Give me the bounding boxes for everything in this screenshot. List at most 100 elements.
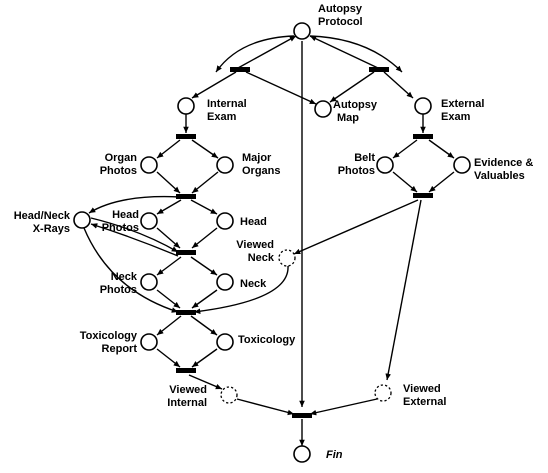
label-autopsy-map-1: Autopsy <box>333 99 378 111</box>
place-viewed-neck <box>278 249 296 267</box>
arc-split-left-to-internal-exam <box>191 71 237 99</box>
label-external-exam-1: External <box>441 98 484 110</box>
arc-neck-to-t6 <box>191 289 218 309</box>
label-belt-photos-2: Photos <box>338 165 375 177</box>
transition-split-right <box>369 67 389 72</box>
label-internal-exam-1: Internal <box>207 98 247 110</box>
arc-t4-to-viewed-neck <box>293 199 419 255</box>
arc-protocol-to-split-right <box>309 35 403 73</box>
transition-toxicology <box>176 368 196 373</box>
place-major-organs <box>216 156 234 174</box>
label-neck: Neck <box>240 278 267 290</box>
label-fin: Fin <box>326 449 343 461</box>
place-internal-exam <box>177 97 195 115</box>
label-viewed-external-2: External <box>403 396 446 408</box>
place-external-exam <box>414 97 432 115</box>
label-head-neck-xrays-1: Head/Neck <box>14 210 71 222</box>
place-autopsy-protocol <box>293 22 311 40</box>
labels: Autopsy Protocol Internal Exam Autopsy M… <box>14 3 534 461</box>
label-neck-photos-2: Photos <box>100 284 137 296</box>
label-organ-photos-2: Photos <box>100 165 137 177</box>
arc-split-right-to-autopsy-map <box>329 71 375 103</box>
place-viewed-internal <box>220 386 238 404</box>
arc-t1-to-major-organs <box>191 139 219 159</box>
arc-organ-photos-to-t3 <box>156 171 181 194</box>
arc-t6-to-toxicology-report <box>156 315 182 336</box>
arc-split-right-to-protocol <box>309 35 379 69</box>
label-toxicology-report-1: Toxicology <box>80 330 138 342</box>
arc-belt-photos-to-t4 <box>392 171 418 193</box>
arc-t7-to-viewed-internal <box>188 374 223 390</box>
arc-t4-to-viewed-external <box>385 199 422 381</box>
label-viewed-internal-1: Viewed <box>169 384 207 396</box>
transition-organs <box>176 194 196 199</box>
place-toxicology-report <box>140 333 158 351</box>
label-autopsy-protocol-2: Protocol <box>318 16 363 28</box>
label-evidence-valuables-2: Valuables <box>474 170 525 182</box>
arc-xrays-to-t5-a <box>90 217 179 253</box>
place-viewed-external <box>374 384 392 402</box>
arc-t5-to-neck-photos <box>156 256 182 276</box>
places <box>73 22 471 463</box>
arc-t1-to-organ-photos <box>156 139 181 159</box>
label-viewed-neck-2: Neck <box>248 252 275 264</box>
place-neck <box>216 273 234 291</box>
arcs <box>83 35 455 446</box>
label-viewed-external-1: Viewed <box>403 383 441 395</box>
place-autopsy-map <box>314 100 332 118</box>
transition-neck <box>176 310 196 315</box>
place-head-neck-xrays <box>73 211 91 229</box>
arc-t2-to-evidence <box>428 139 455 159</box>
label-autopsy-protocol-1: Autopsy <box>318 3 363 15</box>
arc-xrays-to-t6 <box>83 227 179 313</box>
arc-toxicology-to-t7 <box>191 348 218 368</box>
label-toxicology-report-2: Report <box>102 343 138 355</box>
arc-t6-to-toxicology <box>190 315 218 336</box>
place-evidence-valuables <box>453 156 471 174</box>
place-organ-photos <box>140 156 158 174</box>
transition-evidence <box>413 193 433 198</box>
arc-viewed-neck-to-t6 <box>193 265 289 314</box>
arc-t3-to-head-neck-xrays <box>88 195 181 214</box>
transitions <box>176 67 433 418</box>
label-head-photos-2: Photos <box>102 222 139 234</box>
arc-t3-to-head <box>190 199 218 215</box>
arc-viewed-external-to-fin-t <box>309 398 378 416</box>
arc-t5-to-xrays-b <box>90 223 179 257</box>
label-internal-exam-2: Exam <box>207 111 237 123</box>
place-fin <box>293 445 311 463</box>
transition-head <box>176 250 196 255</box>
transition-fin <box>292 413 312 418</box>
transition-external-exam <box>413 134 433 139</box>
label-viewed-internal-2: Internal <box>167 397 207 409</box>
label-major-organs-1: Major <box>242 152 272 164</box>
label-external-exam-2: Exam <box>441 111 471 123</box>
arc-t5-to-neck <box>190 256 218 276</box>
arc-head-photos-to-t5 <box>156 227 181 249</box>
arc-major-organs-to-t3 <box>191 171 219 194</box>
label-toxicology: Toxicology <box>238 334 296 346</box>
place-belt-photos <box>376 156 394 174</box>
label-belt-photos-1: Belt <box>354 152 375 164</box>
arc-protocol-to-split-left <box>215 35 295 73</box>
arc-head-to-t5 <box>191 227 218 249</box>
place-head-photos <box>140 212 158 230</box>
place-neck-photos <box>140 273 158 291</box>
arc-split-right-to-external-exam <box>383 71 414 99</box>
arc-evidence-to-t4 <box>428 171 455 193</box>
label-evidence-valuables-1: Evidence & <box>474 157 533 169</box>
arc-t3-to-head-photos <box>156 199 182 215</box>
arc-neck-photos-to-t6 <box>156 289 181 309</box>
place-head <box>216 212 234 230</box>
arc-split-left-to-protocol <box>237 35 297 69</box>
transition-split-left <box>230 67 250 72</box>
arc-viewed-internal-to-fin-t <box>236 398 295 416</box>
label-head-neck-xrays-2: X-Rays <box>33 223 70 235</box>
label-organ-photos-1: Organ <box>105 152 138 164</box>
place-toxicology <box>216 333 234 351</box>
label-head-photos-1: Head <box>112 209 139 221</box>
arc-toxicology-report-to-t7 <box>156 348 181 368</box>
arc-t2-to-belt-photos <box>392 139 418 159</box>
arc-split-left-to-autopsy-map <box>245 71 317 105</box>
